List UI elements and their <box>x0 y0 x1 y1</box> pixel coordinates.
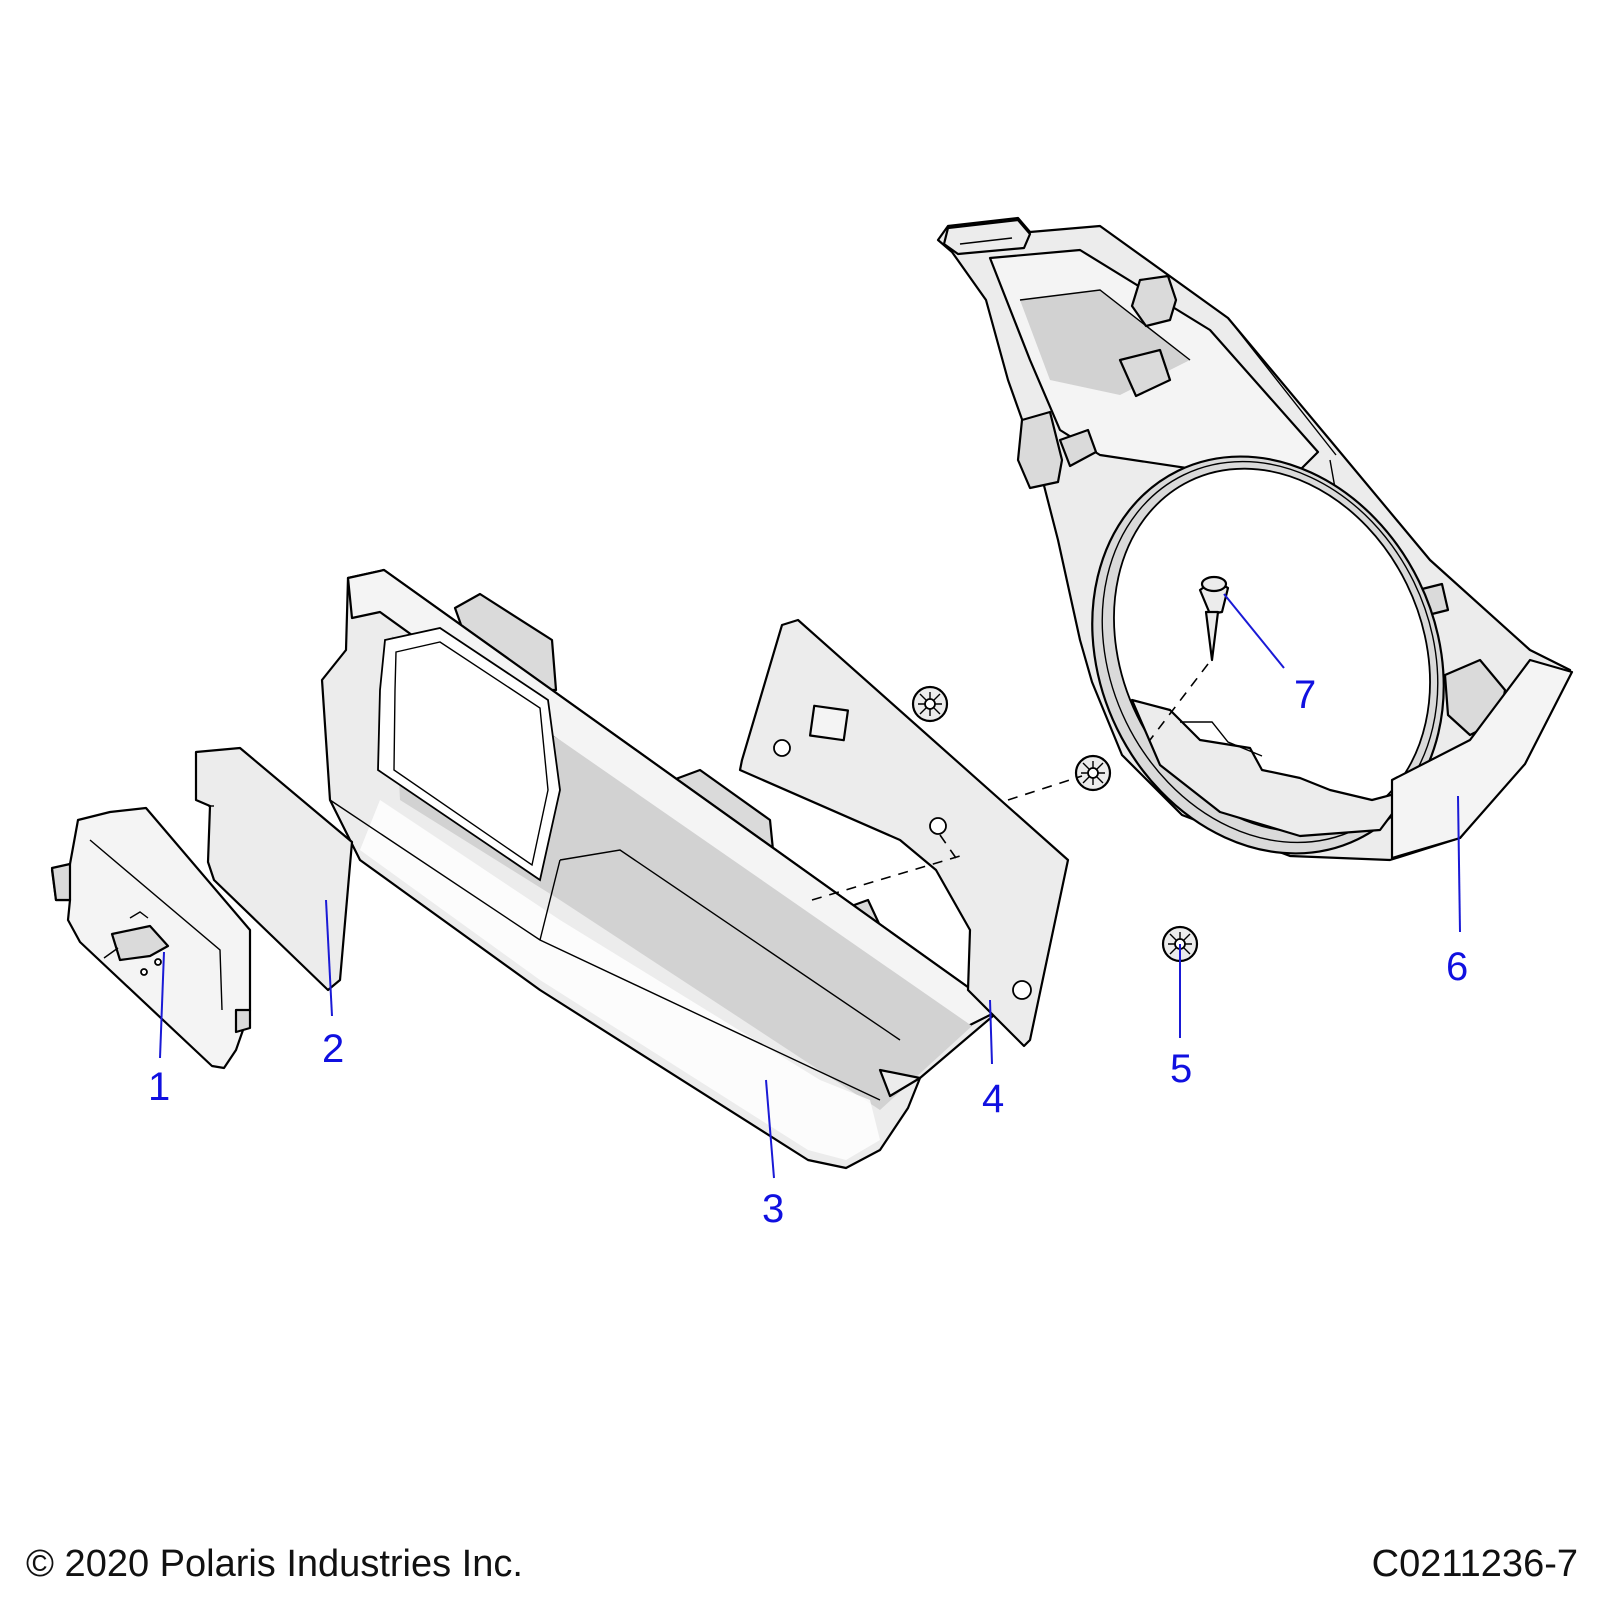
copyright-notice: © 2020 Polaris Industries Inc. <box>26 1543 523 1585</box>
leader-line-2 <box>325 899 333 1017</box>
assembly-line-bracket-to-nut <box>1007 775 1083 801</box>
callout-1: 1 <box>148 1065 170 1109</box>
callout-6: 6 <box>1446 945 1468 989</box>
leader-line-7 <box>1223 593 1285 669</box>
oil-can-icon <box>103 911 170 976</box>
callout-7: 7 <box>1294 673 1316 717</box>
part-7-push-pin <box>1198 575 1230 662</box>
part-6-shroud <box>936 216 1574 862</box>
assembly-line-hole <box>939 834 957 859</box>
figure-id: C0211236-7 <box>1371 1543 1578 1585</box>
part-5-speed-nut-a <box>911 685 949 723</box>
part-1-cover <box>50 806 252 1070</box>
leader-line-4 <box>989 999 993 1065</box>
part-2-pad <box>194 746 354 992</box>
part-7-assembly-line <box>1149 663 1209 741</box>
part-5-speed-nut-b <box>1074 754 1112 792</box>
callout-4: 4 <box>982 1077 1004 1121</box>
part-3-trim-panel <box>320 568 1002 1170</box>
assembly-line-panel-to-bracket <box>811 855 961 901</box>
callout-5: 5 <box>1170 1047 1192 1091</box>
part-4-bracket <box>738 618 1070 1048</box>
callout-3: 3 <box>762 1187 784 1231</box>
leader-line-1 <box>159 951 165 1059</box>
leader-line-6 <box>1457 795 1461 933</box>
leader-line-3 <box>765 1079 775 1179</box>
callout-2: 2 <box>322 1027 344 1071</box>
